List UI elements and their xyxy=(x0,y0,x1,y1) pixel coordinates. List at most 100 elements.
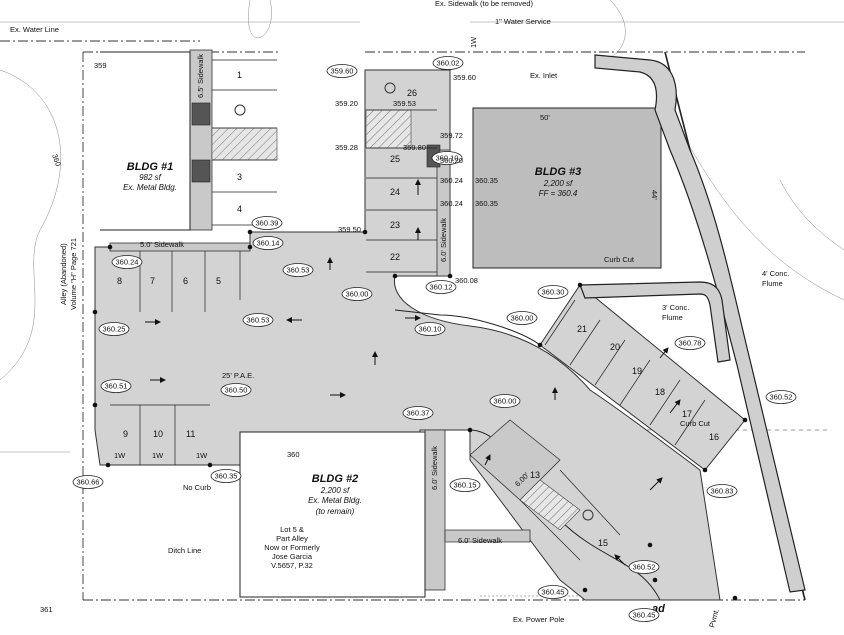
elevation-tag-text: 360.30 xyxy=(542,288,565,297)
svg-text:359.80: 359.80 xyxy=(403,143,426,152)
svg-text:Flume: Flume xyxy=(762,279,783,288)
svg-text:Ex. Metal Bldg.: Ex. Metal Bldg. xyxy=(123,183,177,192)
elevation-oval xyxy=(210,469,242,483)
svg-text:Ex. Power Pole: Ex. Power Pole xyxy=(513,615,564,624)
svg-text:Curb Cut: Curb Cut xyxy=(680,419,711,428)
svg-text:21: 21 xyxy=(577,324,587,334)
callout-labels: Ex. Water Line Ex. Sidewalk (to be remov… xyxy=(10,0,789,629)
elevation-oval xyxy=(628,608,660,622)
elevation-oval xyxy=(111,255,143,269)
svg-text:11: 11 xyxy=(186,429,195,439)
elevation-tag-text: 360.00 xyxy=(494,397,517,406)
elevation-tag-text: 360.53 xyxy=(287,266,310,275)
svg-text:BLDG #3: BLDG #3 xyxy=(535,166,581,178)
svg-text:360.35: 360.35 xyxy=(475,176,498,185)
elevation-tag-text: 360.00 xyxy=(511,314,534,323)
svg-text:7: 7 xyxy=(150,276,155,286)
svg-text:20: 20 xyxy=(610,342,620,352)
svg-text:6.5' Sidewalk: 6.5' Sidewalk xyxy=(196,54,205,98)
svg-text:Now or Formerly: Now or Formerly xyxy=(264,543,320,552)
elevation-tag-text: 360.45 xyxy=(633,611,656,620)
svg-text:16: 16 xyxy=(709,432,719,442)
building-2-label: BLDG #2 2,200 sf Ex. Metal Bldg. (to rem… xyxy=(308,473,362,516)
svg-text:BLDG #2: BLDG #2 xyxy=(312,473,358,485)
svg-text:25: 25 xyxy=(390,154,400,164)
elevation-tag-text: 360.52 xyxy=(770,393,793,402)
svg-text:3: 3 xyxy=(237,172,242,182)
elevation-tag-text: 360.00 xyxy=(346,290,369,299)
sidewalk-6-0-a xyxy=(436,149,451,277)
elevation-oval xyxy=(98,322,130,336)
elevation-tag-text: 360.51 xyxy=(105,382,128,391)
svg-text:360: 360 xyxy=(50,153,63,168)
svg-text:Ditch Line: Ditch Line xyxy=(168,546,201,555)
elevation-tag-text: 360.15 xyxy=(454,481,477,490)
svg-text:360.08: 360.08 xyxy=(455,276,478,285)
svg-text:19: 19 xyxy=(632,366,642,376)
svg-text:2,200 sf: 2,200 sf xyxy=(320,486,350,495)
svg-text:1" Water Service: 1" Water Service xyxy=(495,17,551,26)
elevation-oval xyxy=(402,406,434,420)
svg-text:Part Alley: Part Alley xyxy=(276,534,308,543)
elevation-tag-text: 360.12 xyxy=(430,283,453,292)
concrete-flume-4 xyxy=(594,54,806,593)
elevation-oval xyxy=(326,64,358,78)
accessibility-icon xyxy=(234,82,594,521)
elevation-oval xyxy=(674,336,706,350)
svg-text:BLDG #1: BLDG #1 xyxy=(127,161,173,173)
svg-text:Flume: Flume xyxy=(662,313,683,322)
elevation-oval xyxy=(341,287,373,301)
svg-text:6.0' Sidewalk: 6.0' Sidewalk xyxy=(430,446,439,490)
parking-space-numbers: 1 3 4 26 25 24 23 22 8 7 6 5 9 10 11 21 … xyxy=(117,70,719,548)
svg-text:18: 18 xyxy=(655,387,665,397)
svg-text:44': 44' xyxy=(650,190,659,200)
svg-text:1W: 1W xyxy=(114,451,126,460)
svg-text:4' Conc.: 4' Conc. xyxy=(762,269,789,278)
svg-text:360: 360 xyxy=(287,450,300,459)
parking-stripes xyxy=(110,59,706,561)
elevation-oval xyxy=(506,311,538,325)
svg-text:2,200 sf: 2,200 sf xyxy=(543,179,573,188)
elevation-oval xyxy=(72,475,104,489)
sidewalk-ramp xyxy=(469,419,561,501)
svg-text:13: 13 xyxy=(530,470,540,480)
elevation-oval xyxy=(537,285,569,299)
elevation-tags: 360.02359.60360.10360.39360.14360.53360.… xyxy=(72,56,797,622)
svg-text:Alley (Abandoned): Alley (Abandoned) xyxy=(59,243,68,305)
elevation-tag-text: 360.39 xyxy=(256,219,279,228)
elevation-tag-text: 360.37 xyxy=(407,409,430,418)
svg-text:3' Conc.: 3' Conc. xyxy=(662,303,689,312)
elevation-oval xyxy=(628,560,660,574)
svg-text:50': 50' xyxy=(540,113,550,122)
svg-text:4: 4 xyxy=(237,204,242,214)
sidewalk-6-0-c xyxy=(444,529,531,543)
svg-text:360.24: 360.24 xyxy=(440,199,463,208)
elevation-oval xyxy=(425,280,457,294)
elevation-tag-text: 360.53 xyxy=(247,316,270,325)
svg-text:Pvmt.: Pvmt. xyxy=(707,608,721,629)
elevation-oval xyxy=(765,390,797,404)
svg-text:Ex. Water Line: Ex. Water Line xyxy=(10,25,59,34)
building-2 xyxy=(239,431,426,598)
svg-text:360.24: 360.24 xyxy=(440,176,463,185)
building-1-label: BLDG #1 982 sf Ex. Metal Bldg. xyxy=(123,161,177,192)
svg-text:359.50: 359.50 xyxy=(338,225,361,234)
elevation-oval xyxy=(242,313,274,327)
svg-text:10: 10 xyxy=(153,429,163,439)
svg-text:23: 23 xyxy=(390,220,400,230)
elevation-oval xyxy=(252,236,284,250)
concrete-flume-3 xyxy=(579,281,731,363)
svg-text:17: 17 xyxy=(682,409,692,419)
elevation-oval xyxy=(706,484,738,498)
svg-text:359.53: 359.53 xyxy=(393,99,416,108)
svg-text:360.20: 360.20 xyxy=(440,156,463,165)
lot-label: Lot 5 & Part Alley Now or Formerly Jose … xyxy=(264,525,320,570)
svg-text:Lot 5 &: Lot 5 & xyxy=(280,525,304,534)
svg-text:359.28: 359.28 xyxy=(335,143,358,152)
elevation-tag-text: 360.14 xyxy=(257,239,280,248)
elevation-tag-text: 360.83 xyxy=(711,487,734,496)
dark-block-1 xyxy=(191,102,211,126)
elevation-tag-text: 360.78 xyxy=(679,339,702,348)
accessible-aisle-1 xyxy=(211,127,278,161)
